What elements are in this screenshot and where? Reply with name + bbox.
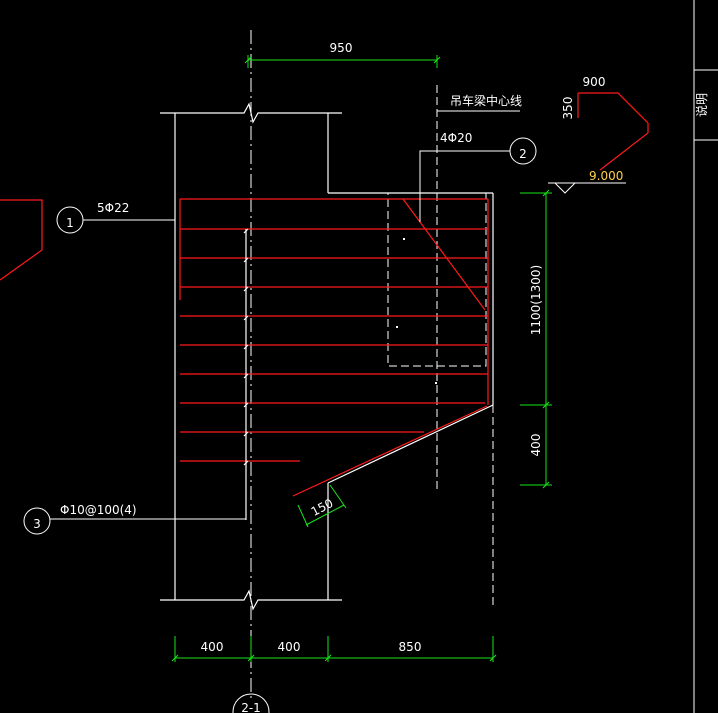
rebar-4phi20-label: 4Φ20: [440, 131, 472, 145]
dim-bottom-left: 400: [201, 640, 224, 654]
dim-top-950: 950: [330, 41, 353, 55]
callout-2-number: 2: [519, 147, 527, 161]
callout-3-number: 3: [33, 517, 41, 531]
axis-bubble: [232, 693, 270, 713]
misc-points: [396, 238, 437, 384]
rebar-group: [179, 198, 489, 497]
stirrup-marks: [243, 228, 249, 520]
slope-rebar: [292, 405, 488, 497]
callout-1-number: 1: [66, 216, 74, 230]
callout-1: [56, 206, 176, 234]
bent-rebar-4phi20: [402, 198, 486, 311]
side-label: 说明: [694, 93, 709, 117]
column-outline: [160, 102, 494, 611]
elevation-mark: [548, 182, 626, 194]
title-block-border: [693, 0, 718, 713]
dim-right-lower: 400: [529, 434, 543, 457]
dim-right-upper: 1100(1300): [529, 265, 543, 335]
elevation-value: 9.000: [589, 169, 623, 183]
callout-2: [419, 137, 537, 222]
corbel-detail: [577, 92, 649, 171]
axis-label: 2-1: [241, 701, 261, 713]
rebar-5phi22-label: 5Φ22: [97, 201, 129, 215]
left-partial-detail: [0, 199, 43, 281]
crane-beam-centerline-label: 吊车梁中心线: [450, 93, 522, 108]
detail-width: 900: [583, 75, 606, 89]
crane-beam-hidden-outline: [387, 85, 494, 605]
stirrup-label: Φ10@100(4): [60, 503, 137, 517]
dim-bottom-mid: 400: [278, 640, 301, 654]
callout-3: [23, 507, 246, 535]
dimension-lines: [171, 55, 552, 662]
detail-height: 350: [561, 97, 575, 120]
dim-bottom-right: 850: [399, 640, 422, 654]
